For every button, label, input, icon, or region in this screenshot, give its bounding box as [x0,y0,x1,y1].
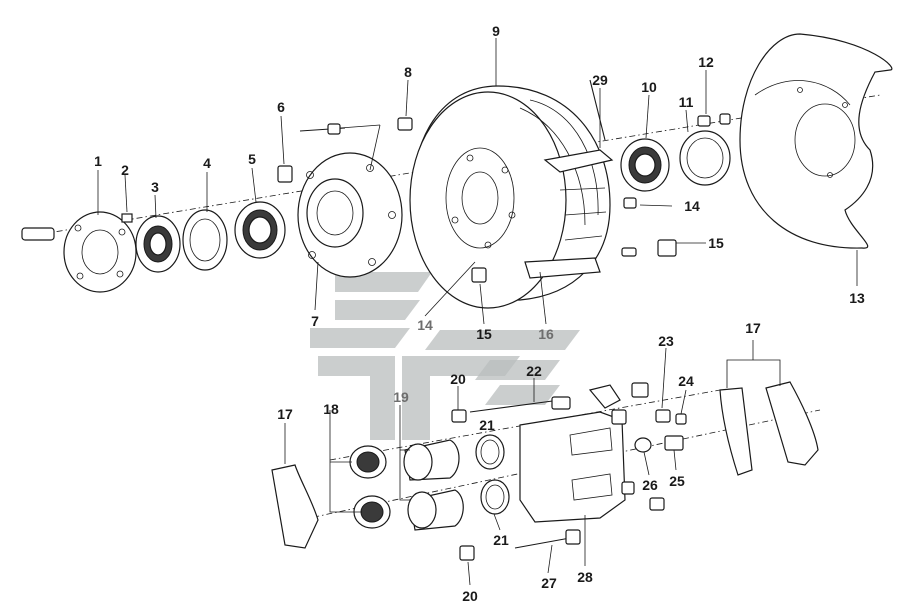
bracket [524,79,614,279]
label-3: 3 [151,179,159,195]
label-1: 1 [94,153,102,169]
label-26: 26 [642,477,658,493]
label-2: 2 [121,162,129,178]
hub-cap [21,211,137,293]
label-5: 5 [248,151,256,167]
label-24: 24 [678,373,694,389]
bleeder-screws [471,239,677,283]
small-hardware [459,382,687,561]
label-14-right: 14 [684,198,700,214]
label-8: 8 [404,64,412,80]
label-19: 19 [393,389,409,405]
label-20-top: 20 [450,371,466,387]
label-10: 10 [641,79,657,95]
label-9: 9 [492,23,500,39]
watermark-logo [310,272,580,440]
label-29: 29 [592,72,608,88]
label-25: 25 [669,473,685,489]
brake-caliper [451,384,635,523]
part-labels: 1 2 3 4 5 6 7 8 9 29 10 11 12 13 14 15 1… [94,23,865,604]
wheel-hub [277,117,413,278]
label-11: 11 [679,94,694,110]
label-21-top: 21 [479,417,495,433]
brake-pads [271,381,819,549]
dust-shield [739,33,893,249]
brake-disc [409,85,611,309]
label-7: 7 [311,313,319,329]
label-23: 23 [658,333,674,349]
label-27: 27 [541,575,557,591]
label-20-bottom: 20 [462,588,478,604]
outer-bearing [620,113,731,209]
label-28: 28 [577,569,593,585]
pistons-and-seals [349,434,510,531]
label-17-left: 17 [277,406,293,422]
label-16: 16 [538,326,554,342]
label-22: 22 [526,363,542,379]
label-14-left: 14 [417,317,433,333]
label-12: 12 [698,54,714,70]
label-18: 18 [323,401,339,417]
label-21-bottom: 21 [493,532,509,548]
label-4: 4 [203,155,211,171]
label-17-right: 17 [745,320,761,336]
label-15-right: 15 [708,235,724,251]
leader-lines [97,38,858,586]
label-15-left: 15 [476,326,492,342]
label-13: 13 [849,290,865,306]
bearing-small [121,201,286,273]
label-6: 6 [277,99,285,115]
